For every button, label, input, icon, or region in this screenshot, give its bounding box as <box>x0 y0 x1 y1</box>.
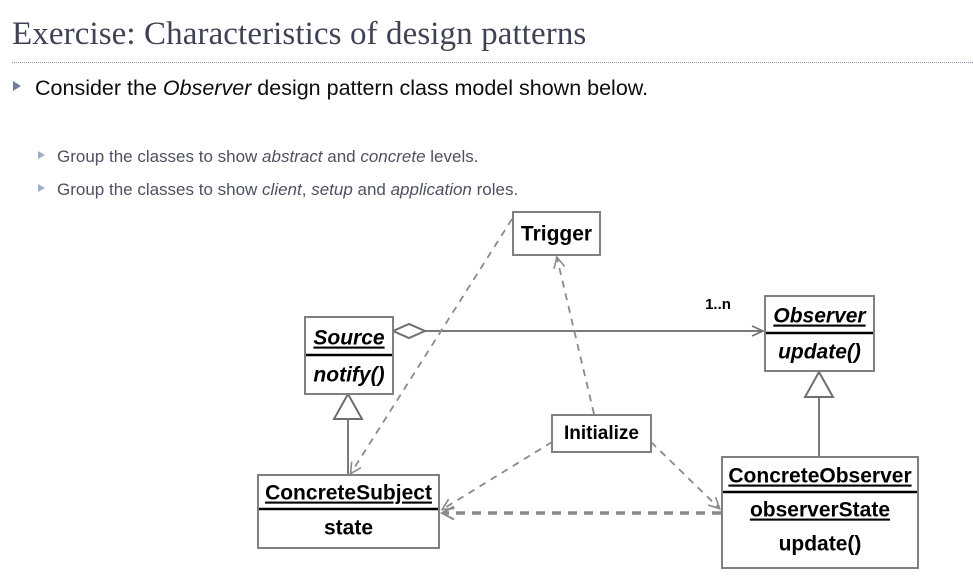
sub2-part1: Group the classes to show <box>57 180 263 199</box>
uml-class-observer[interactable]: Observer update() <box>764 295 875 372</box>
uml-class-source[interactable]: Source notify() <box>304 316 394 395</box>
sub2-em3: application <box>390 180 472 199</box>
sub1-part1: Group the classes to show <box>57 147 263 166</box>
initialize-box[interactable] <box>551 414 652 453</box>
generalization-triangle-icon <box>332 391 364 420</box>
triangle-right-bullet-icon <box>38 151 45 159</box>
bullet-item-consider: Consider the Observer design pattern cla… <box>13 74 648 102</box>
sub2-em1: client <box>262 180 302 199</box>
relation-trigger-concretesubject-dependency <box>351 218 513 473</box>
concretesubject-box[interactable] <box>257 474 440 549</box>
sub2-part3: and <box>352 180 391 199</box>
uml-class-trigger[interactable]: Trigger <box>512 211 601 256</box>
sub2-part2: , <box>301 180 312 199</box>
bullet-item-consider-label: Consider the Observer design pattern cla… <box>35 74 648 102</box>
bullet-consider-emphasis: Observer <box>162 76 252 100</box>
concreteobserver-class-name: ConcreteObserver <box>728 465 911 488</box>
generalization-triangle-icon <box>803 369 835 398</box>
bullet-item-abstract-concrete: Group the classes to show abstract and c… <box>38 145 478 168</box>
source-operation: notify() <box>313 364 384 387</box>
uml-class-concreteobserver[interactable]: ConcreteObserver observerState update() <box>721 456 919 569</box>
sub1-em2: concrete <box>360 147 426 166</box>
observer-operation: update() <box>778 341 861 364</box>
relation-initialize-trigger-dependency <box>557 258 595 415</box>
title-divider <box>12 62 973 63</box>
bullet-item-abstract-concrete-label: Group the classes to show abstract and c… <box>57 145 478 168</box>
sub2-part4: roles. <box>471 180 519 199</box>
trigger-box[interactable] <box>512 211 601 256</box>
bullet-item-roles: Group the classes to show client, setup … <box>38 178 518 201</box>
relation-initialize-concreteobserver-dependency <box>650 441 719 508</box>
page-title: Exercise: Characteristics of design patt… <box>12 16 587 52</box>
initialize-class-name: Initialize <box>564 423 639 444</box>
source-class-name: Source <box>313 327 385 350</box>
trigger-class-name: Trigger <box>521 223 592 246</box>
aggregation-diamond-icon <box>390 322 428 340</box>
concretesubject-attribute: state <box>324 517 373 540</box>
triangle-right-bullet-icon <box>38 184 45 192</box>
bullet-consider-suffix: design pattern class model shown below. <box>251 76 649 100</box>
concreteobserver-operation: update() <box>779 533 862 556</box>
uml-class-concretesubject[interactable]: ConcreteSubject state <box>257 474 440 549</box>
sub1-part3: levels. <box>425 147 479 166</box>
concreteobserver-box[interactable] <box>721 456 919 569</box>
bullet-consider-prefix: Consider the <box>35 76 163 100</box>
multiplicity-label: 1..n <box>705 296 731 313</box>
sub2-em2: setup <box>311 180 353 199</box>
sub1-part2: and <box>322 147 361 166</box>
concreteobserver-attribute: observerState <box>750 499 890 522</box>
relation-source-observer-aggregation: 1..n <box>390 296 765 340</box>
relation-concretesubject-source-generalization <box>332 391 364 475</box>
sub1-em1: abstract <box>262 147 323 166</box>
bullet-item-roles-label: Group the classes to show client, setup … <box>57 178 518 201</box>
relation-concreteobserver-observer-generalization <box>803 369 835 457</box>
concretesubject-class-name: ConcreteSubject <box>265 482 432 505</box>
relation-initialize-concretesubject-dependency <box>443 441 553 509</box>
triangle-right-bullet-icon <box>13 81 21 91</box>
uml-class-initialize[interactable]: Initialize <box>551 414 652 453</box>
observer-class-name: Observer <box>773 305 867 328</box>
